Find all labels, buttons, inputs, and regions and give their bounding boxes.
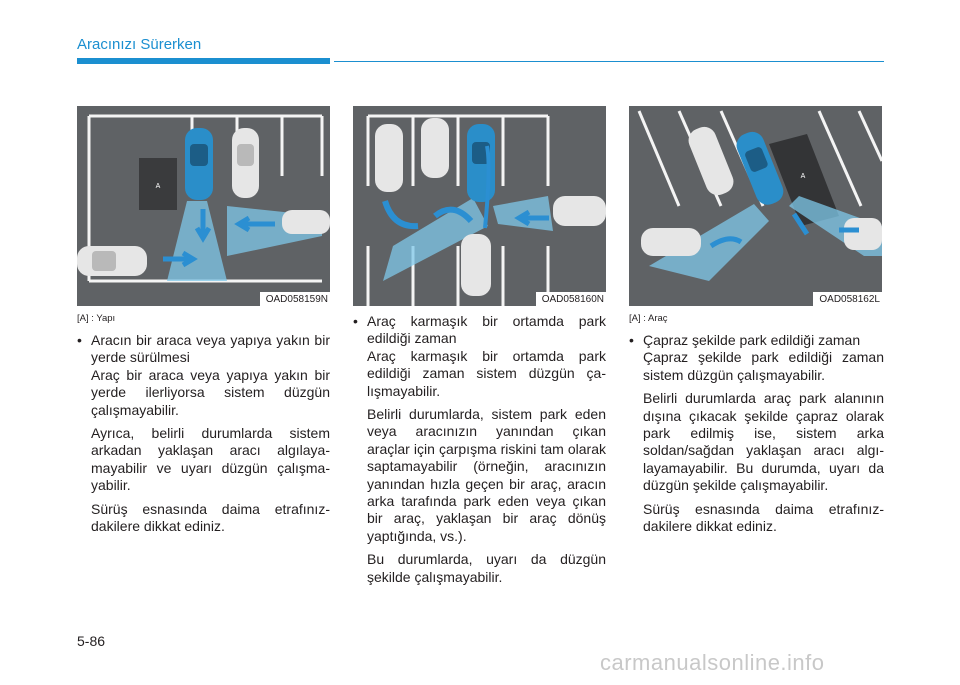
bullet-heading: Çapraz şekilde park edildiği zaman xyxy=(643,332,861,348)
vehicle-marker: A xyxy=(801,173,806,180)
paragraph: Araç karmaşık bir ortamda park edildiği … xyxy=(367,347,606,399)
bullet-dot: • xyxy=(77,332,82,348)
figure-complex-parking: OAD058160N xyxy=(353,106,606,306)
figure-code: OAD058160N xyxy=(535,292,606,306)
bullet-heading: Aracın bir araca veya yapıya yakın bir y… xyxy=(91,332,330,366)
paragraph: Ayrıca, belirli durumlarda sistem arkada… xyxy=(91,425,330,494)
header-rule xyxy=(334,61,884,62)
bullet-dot: • xyxy=(629,332,634,348)
figure-structure: A OAD058159N xyxy=(77,106,330,306)
page-number: 5-86 xyxy=(77,633,106,649)
section-title: Aracınızı Sürerken xyxy=(77,36,202,53)
bullet-heading: Araç karmaşık bir ortamda park edildiği … xyxy=(367,313,606,347)
text-column-1: • Aracın bir araca veya yapıya yakın bir… xyxy=(77,332,330,541)
figure-code: OAD058159N xyxy=(259,292,330,306)
figure-diagonal-parking: A OAD058162L xyxy=(629,106,882,306)
structure-marker: A xyxy=(156,183,161,190)
watermark: carmanualsonline.info xyxy=(600,650,825,675)
bullet-item: • Aracın bir araca veya yapıya yakın bir… xyxy=(77,332,330,367)
text-column-3: • Çapraz şekilde park edildiği zaman Çap… xyxy=(629,332,884,541)
bullet-dot: • xyxy=(353,313,358,329)
paragraph: Bu durumlarda, uyarı da düzgün şekilde ç… xyxy=(367,551,606,585)
paragraph: Belirli durumlarda araç park alanı­nın d… xyxy=(643,390,884,494)
paragraph: Sürüş esnasında daima etrafınız­dakilere… xyxy=(643,500,884,535)
paragraph: Çapraz şekilde park edildiği zaman siste… xyxy=(643,349,884,383)
bullet-item: • Çapraz şekilde park edildiği zaman xyxy=(629,332,884,349)
figure-caption: [A] : Yapı xyxy=(77,313,116,324)
text-column-2: • Araç karmaşık bir ortamda park edildiğ… xyxy=(353,313,606,592)
paragraph: Sürüş esnasında daima etrafınız­dakilere… xyxy=(91,500,330,535)
paragraph: Araç bir araca veya yapıya yakın bir yer… xyxy=(91,366,330,418)
header-accent-bar xyxy=(77,58,330,64)
paragraph: Belirli durumlarda, sistem park eden vey… xyxy=(367,406,606,544)
figure-code: OAD058162L xyxy=(813,292,882,306)
figure-caption: [A] : Araç xyxy=(629,313,668,324)
bullet-item: • Araç karmaşık bir ortamda park edildiğ… xyxy=(353,313,606,348)
